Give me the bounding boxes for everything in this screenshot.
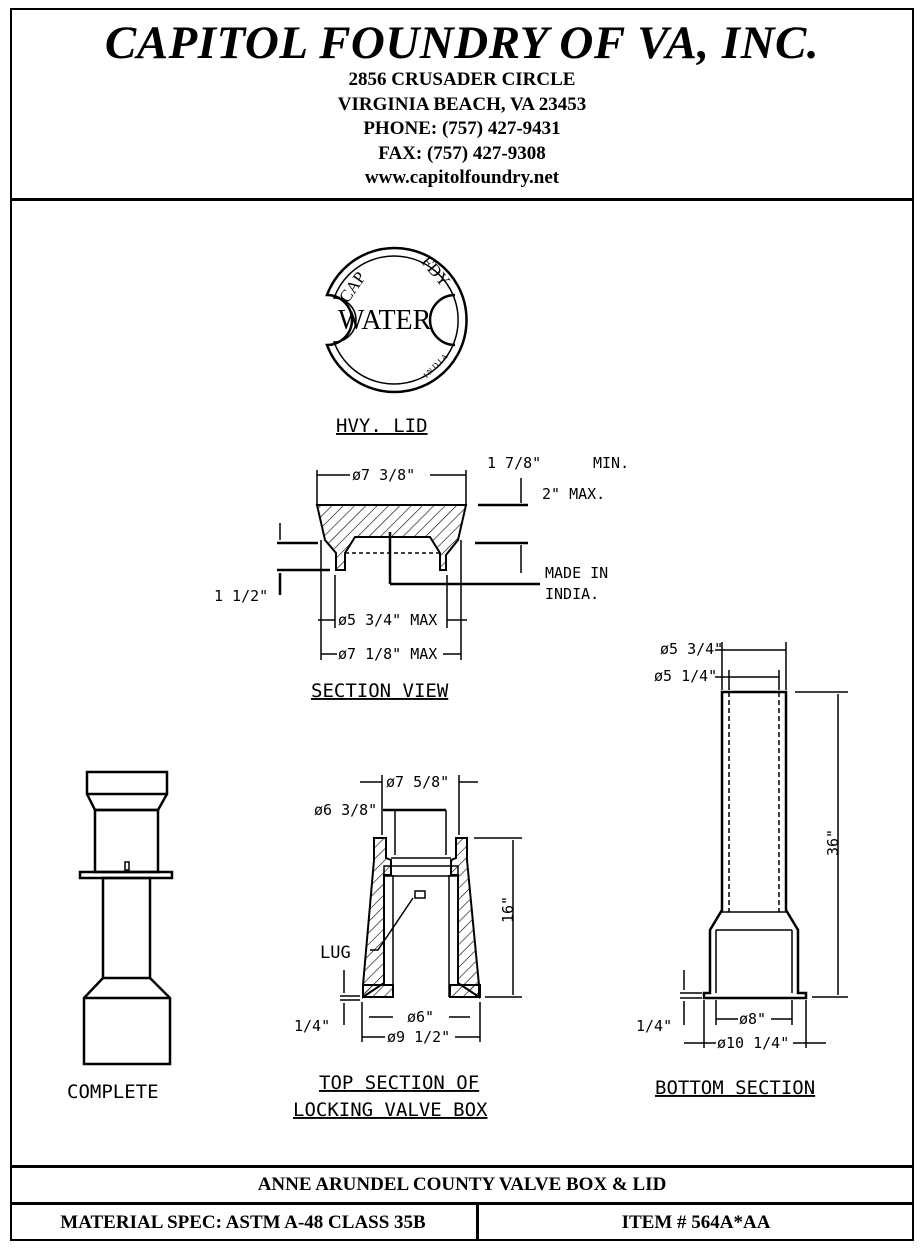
label-lug: LUG [320,943,351,963]
label-section-view: SECTION VIEW [311,680,449,702]
dim-lid-side: 1 1/2" [214,587,268,605]
dim-lid-bottom-dia: ø7 1/8" MAX [338,645,437,663]
dim-top-flange: 1/4" [294,1017,330,1035]
dim-top-inner-dia: ø6 3/8" [314,801,377,819]
bottom-section-drawing: ø5 3/4" ø5 1/4" 36" 1/4" ø8" ø10 1/4" [636,640,848,1052]
dim-lid-thickness-max: 2" MAX. [542,485,605,503]
made-in-label-1: MADE IN [545,564,608,582]
dim-bottom-inner-top: ø5 1/4" [654,667,717,685]
drawing-frame [10,8,914,1241]
heavy-lid-plan-view: CAP FDY WATER INDIA [325,246,468,394]
made-in-label-2: INDIA. [545,585,599,603]
label-hvy-lid: HVY. LID [336,415,428,437]
drawing-title: ANNE ARUNDEL COUNTY VALVE BOX & LID [10,1165,914,1205]
material-spec: MATERIAL SPEC: ASTM A-48 CLASS 35B [10,1205,479,1241]
dim-bottom-flange: 1/4" [636,1017,672,1035]
complete-assembly [78,770,174,1066]
dim-bottom-outer-top: ø5 3/4" [660,640,723,658]
label-complete: COMPLETE [67,1081,159,1103]
website: www.capitolfoundry.net [364,167,560,188]
dim-bottom-base-dia: ø10 1/4" [717,1034,789,1052]
dim-lid-top-dia: ø7 3/8" [352,466,415,484]
dim-lid-inner-dia: ø5 3/4" MAX [338,611,437,629]
dim-bottom-height: 36" [824,829,842,856]
item-number: ITEM # 564A*AA [621,1212,771,1233]
title-block-header: CAPITOL FOUNDRY OF VA, INC. 2856 CRUSADE… [10,8,914,201]
dim-top-base-dia: ø9 1/2" [387,1028,450,1046]
lid-text-water: WATER [338,305,432,336]
dim-top-inner-base: ø6" [407,1008,434,1026]
dim-min-label: MIN. [593,454,629,472]
dim-lid-thickness-min: 1 7/8" [487,454,541,472]
lid-text-india: INDIA [422,350,451,379]
fax: FAX: (757) 427-9308 [378,142,546,164]
label-top-section-1: TOP SECTION OF [319,1072,479,1094]
label-bottom-section: BOTTOM SECTION [655,1077,815,1099]
top-section-drawing: LUG ø7 5/8" ø6 3/8" 16" 1/4" ø6" ø9 1/2" [294,773,522,1046]
dim-top-outer-dia: ø7 5/8" [386,773,449,791]
company-name: CAPITOL FOUNDRY OF VA, INC. [104,17,820,69]
phone: PHONE: (757) 427-9431 [363,118,561,139]
lid-section-view: ø7 3/8" 1 7/8" MIN. 2" MAX. MADE IN INDI… [214,454,629,663]
address-line-2: VIRGINIA BEACH, VA 23453 [337,93,587,115]
label-top-section-2: LOCKING VALVE BOX [293,1099,488,1121]
address-line-1: 2856 CRUSADER CIRCLE [348,69,576,90]
dim-top-height: 16" [499,896,517,923]
dim-bottom-inner-base: ø8" [739,1010,766,1028]
